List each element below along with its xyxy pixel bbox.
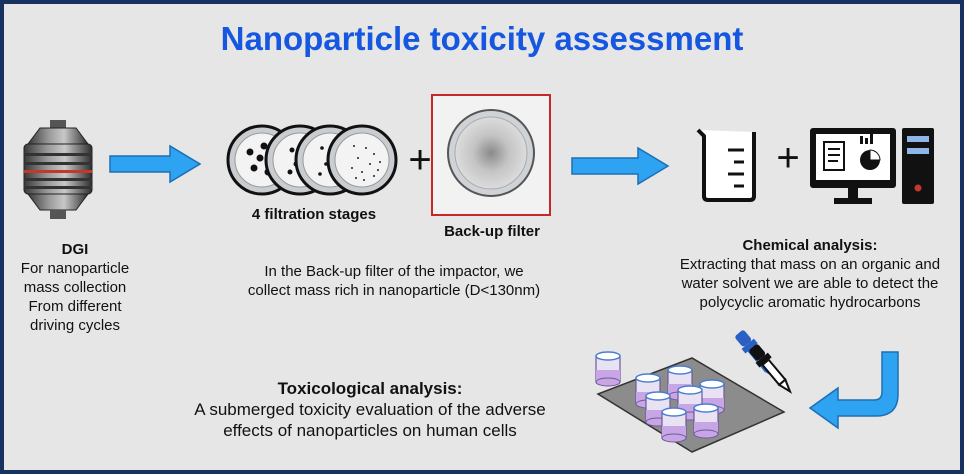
backup-label: Back-up filter	[444, 223, 540, 240]
impactor-icon	[23, 120, 93, 219]
impactor-text-line: collect mass rich in nanoparticle (D<130…	[247, 282, 541, 299]
pipette-icon	[735, 330, 793, 394]
impactor-text-line: In the Back-up filter of the impactor, w…	[264, 263, 524, 280]
computer-icon	[810, 128, 934, 204]
chemical-desc-line: polycyclic aromatic hydrocarbons	[699, 294, 921, 311]
chemical-analysis-block: Chemical analysis: Extracting that mass …	[660, 236, 960, 312]
dgi-desc-line: From different	[28, 298, 122, 315]
beaker-icon	[696, 128, 756, 202]
chemical-heading: Chemical analysis:	[742, 237, 878, 254]
plus-sign: +	[776, 136, 800, 180]
dgi-desc-line: For nanoparticle	[20, 260, 130, 277]
toxicological-heading: Toxicological analysis:	[277, 379, 463, 398]
toxicological-desc-line: A submerged toxicity evaluation of the a…	[194, 400, 546, 419]
filter-disc-icon	[326, 124, 398, 196]
chemical-desc-line: water solvent we are able to detect the	[681, 275, 939, 292]
arrow-icon	[109, 144, 202, 184]
well-plate-icon	[595, 351, 786, 453]
dgi-desc-line: driving cycles	[29, 317, 121, 334]
dgi-desc-line: mass collection	[23, 279, 127, 296]
filter-discs	[226, 124, 398, 196]
chemical-desc-line: Extracting that mass on an organic and	[679, 256, 941, 273]
filtration-label: 4 filtration stages	[251, 206, 377, 223]
toxicological-analysis-block: Toxicological analysis: A submerged toxi…	[180, 378, 560, 441]
toxicological-desc-line: effects of nanoparticles on human cells	[223, 421, 517, 440]
arrow-icon	[571, 146, 670, 186]
dgi-heading: DGI	[61, 241, 89, 258]
plus-sign: +	[408, 138, 432, 182]
arrow-icon	[808, 351, 899, 430]
backup-filter-icon	[447, 109, 535, 197]
dgi-block: DGI For nanoparticle mass collection Fro…	[12, 240, 138, 335]
diagram-title: Nanoparticle toxicity assessment	[220, 20, 744, 57]
impactor-text: In the Back-up filter of the impactor, w…	[226, 262, 562, 300]
